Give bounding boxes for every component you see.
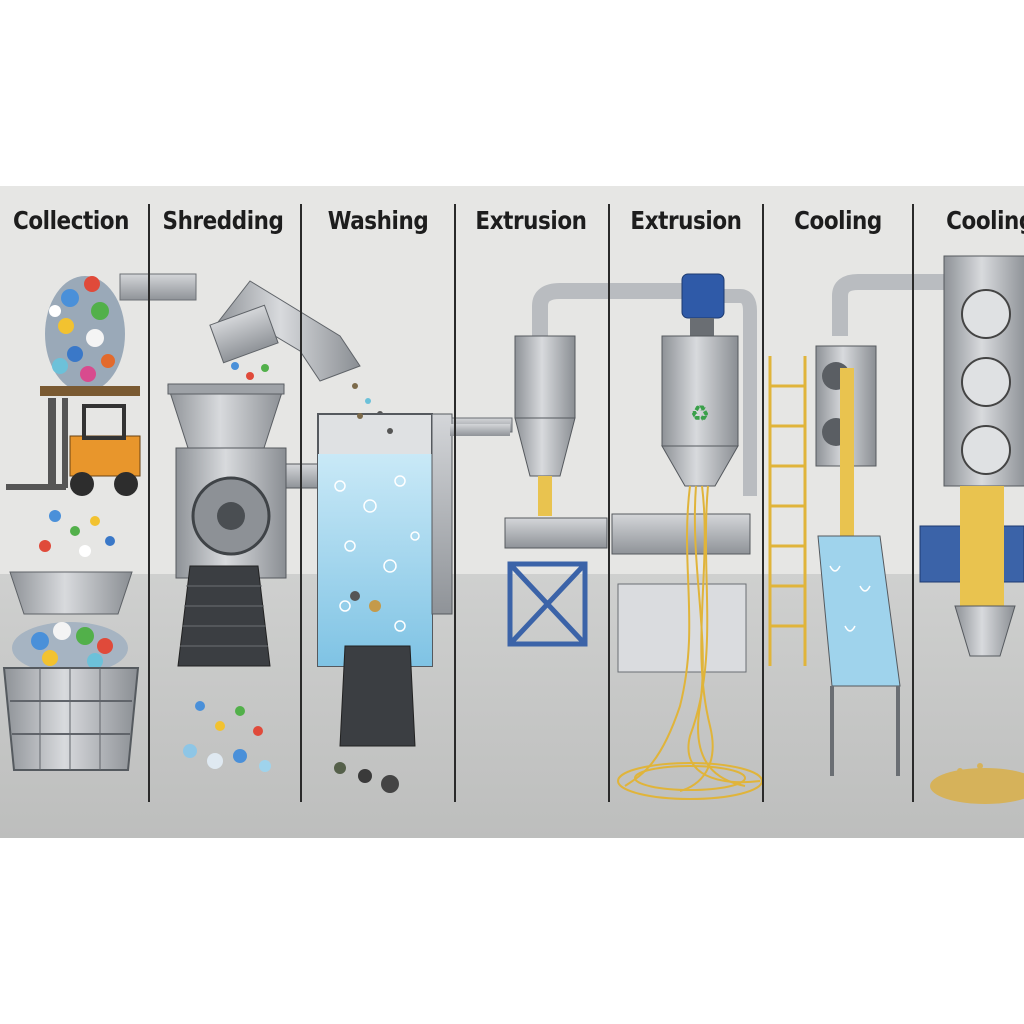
overhead-pipe (119, 273, 197, 301)
stage-dividers (148, 204, 914, 802)
floating-debris (350, 413, 393, 612)
divider-6 (912, 204, 914, 802)
process-strip: ♻ (0, 186, 1024, 838)
stage-label-cooling-2: Cooling (946, 206, 1024, 235)
falling-plastics-1 (39, 510, 115, 557)
stage-label-extrusion-2: Extrusion (630, 206, 742, 235)
silo (661, 335, 739, 447)
collection-bin (2, 622, 140, 771)
forklift-icon (6, 386, 141, 496)
divider-4 (608, 204, 610, 802)
ladder (768, 356, 807, 666)
wash-conveyor (339, 645, 416, 747)
divider-1 (148, 204, 150, 802)
extruder-unit (611, 513, 751, 555)
control-cabinet (617, 583, 747, 673)
shredded-flakes (183, 701, 271, 772)
blue-support-frame (507, 561, 588, 647)
divider-2 (300, 204, 302, 802)
motor-icon (681, 273, 725, 319)
collection-stage (2, 273, 197, 771)
wash-output (334, 762, 399, 793)
shredder-hopper (167, 385, 285, 449)
fan-icon (961, 289, 1011, 475)
cooling-stage-1 (768, 274, 960, 776)
process-illustration: ♻ (0, 204, 1024, 838)
conveyor-belt (177, 565, 271, 667)
divider-5 (762, 204, 764, 802)
cooling-trough (817, 535, 901, 687)
stage-label-cooling-1: Cooling (794, 206, 882, 235)
plastic-pile-top (45, 276, 125, 392)
stage-label-washing: Washing (327, 206, 429, 235)
shredding-stage (167, 280, 383, 772)
cooling-stage-2 (919, 255, 1024, 804)
pellet-output (960, 486, 1004, 606)
pellet-stream (538, 476, 552, 516)
divider-3 (454, 204, 456, 802)
stage-label-shredding: Shredding (162, 206, 284, 235)
extrusion-stage-1 (450, 283, 690, 647)
recycle-icon: ♻ (690, 402, 710, 427)
pellet-pile (930, 763, 1024, 804)
stage-label-extrusion-1: Extrusion (475, 206, 587, 235)
extrusion-stage-2: ♻ (611, 273, 763, 800)
dryer-column (514, 335, 576, 419)
stage-label-collection: Collection (12, 206, 130, 235)
extruder-barrel (504, 517, 608, 549)
hopper (9, 571, 133, 615)
